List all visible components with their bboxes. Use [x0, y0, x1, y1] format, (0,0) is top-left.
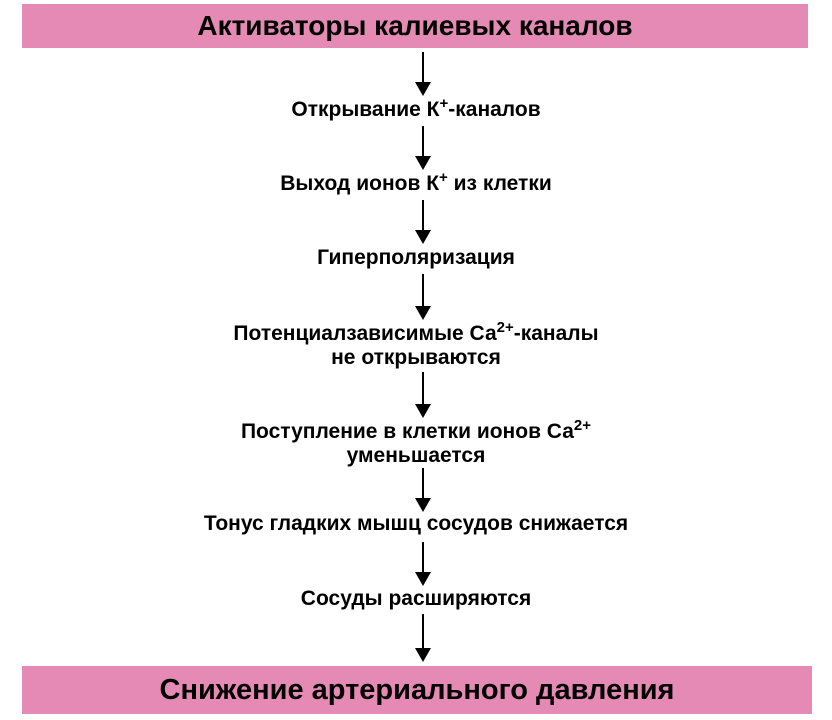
- arrow-3: [415, 200, 431, 244]
- bottom-box: Снижение артериального давления: [22, 666, 812, 714]
- step-open-k-channels: Открывание К+-каналов: [0, 95, 832, 122]
- top-box-label: Активаторы калиевых каналов: [197, 10, 633, 41]
- step-smooth-muscle-tone: Тонус гладких мышц сосудов снижается: [0, 512, 832, 536]
- step-vasodilation: Сосуды расширяются: [0, 587, 832, 611]
- step-ca-influx-reduced: Поступление в клетки ионов Са2+ уменьшае…: [0, 417, 832, 468]
- step-ca-channels-closed-line2: не открываются: [331, 346, 501, 369]
- arrow-6: [415, 468, 431, 512]
- step-ca-channels-closed-text-a: Потенциалзависимые Са: [233, 322, 497, 345]
- arrow-5: [415, 372, 431, 418]
- step-ca-influx-reduced-superscript: 2+: [573, 417, 592, 434]
- bottom-box-label: Снижение артериального давления: [159, 673, 675, 706]
- step-smooth-muscle-tone-text: Тонус гладких мышц сосудов снижается: [203, 512, 629, 535]
- step-k-efflux-text-a: Выход ионов К: [280, 172, 440, 195]
- step-ca-channels-closed-text-b: -каналы: [513, 322, 599, 345]
- step-vasodilation-text: Сосуды расширяются: [300, 587, 532, 610]
- step-hyperpolarization: Гиперполяризация: [0, 246, 832, 270]
- step-ca-influx-reduced-line2: уменьшается: [346, 444, 486, 467]
- step-ca-channels-closed-superscript: 2+: [496, 319, 514, 336]
- step-ca-influx-reduced-text: Поступление в клетки ионов Са: [240, 420, 574, 443]
- step-open-k-channels-text-b: -каналов: [448, 98, 541, 121]
- arrow-2: [415, 126, 431, 170]
- step-k-efflux-text-b: из клетки: [447, 172, 552, 195]
- arrow-8: [415, 614, 431, 662]
- top-box: Активаторы калиевых каналов: [22, 4, 808, 48]
- step-k-efflux-superscript: +: [439, 169, 448, 186]
- step-k-efflux: Выход ионов К+ из клетки: [0, 169, 832, 196]
- step-ca-channels-closed: Потенциалзависимые Са2+-каналы не открыв…: [0, 319, 832, 370]
- arrow-7: [415, 542, 431, 586]
- step-open-k-channels-text-a: Открывание К: [291, 98, 440, 121]
- step-hyperpolarization-text: Гиперполяризация: [317, 246, 515, 269]
- arrow-1: [415, 52, 431, 96]
- step-open-k-channels-superscript: +: [439, 95, 449, 112]
- arrow-4: [415, 274, 431, 320]
